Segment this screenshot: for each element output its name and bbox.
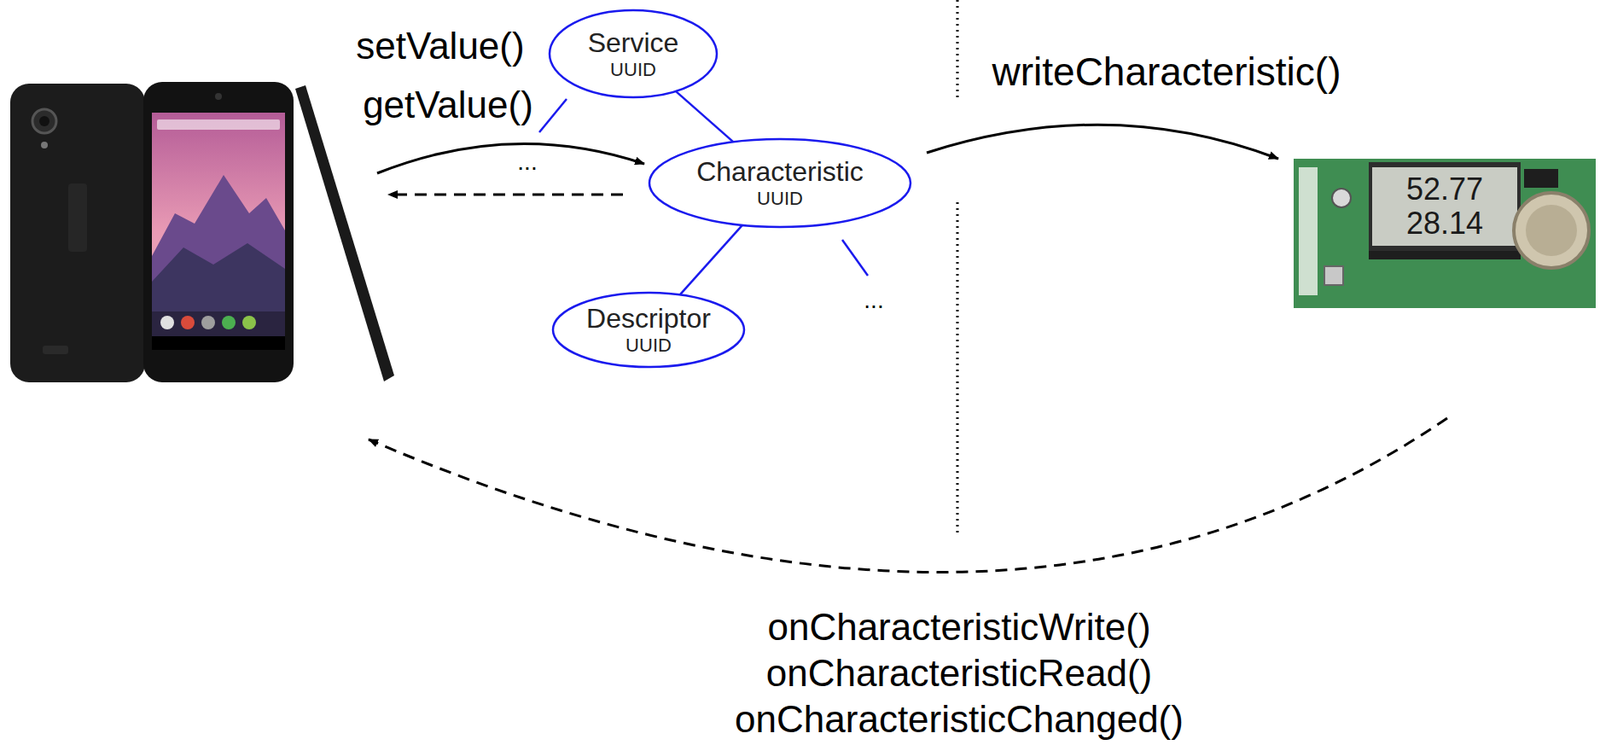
node-content: CharacteristicUUID [647, 137, 913, 229]
ellipse-shape [649, 139, 911, 227]
method-label: ... [863, 287, 884, 315]
method-label: onCharacteristicRead() [766, 652, 1152, 694]
node-content: ServiceUUID [547, 8, 719, 99]
method-label: ... [517, 149, 537, 176]
ellipse-shape [549, 10, 717, 98]
method-label: writeCharacteristic() [992, 50, 1342, 94]
tree-connector [675, 91, 734, 142]
node-subtitle: UUID [756, 187, 803, 210]
phone-illustration [10, 81, 395, 383]
node-title: Characteristic [696, 156, 864, 188]
method-label: setValue() [355, 25, 524, 67]
ellipse-node: CharacteristicUUID [647, 137, 913, 229]
node-subtitle: UUID [610, 58, 657, 81]
node-title: Descriptor [586, 302, 711, 335]
ellipse-node: DescriptorUUID [551, 290, 746, 369]
method-label: onCharacteristicChanged() [734, 698, 1184, 740]
lcd-reading: 52.77 [1406, 172, 1484, 207]
tree-connector [680, 225, 743, 296]
method-label: getValue() [362, 84, 534, 126]
sensor-board-illustration [1293, 158, 1596, 309]
node-subtitle: UUID [625, 334, 672, 356]
lcd-reading: 28.14 [1406, 206, 1484, 241]
node-content: DescriptorUUID [551, 290, 746, 369]
node-title: Service [587, 27, 680, 59]
method-label: onCharacteristicWrite() [767, 606, 1151, 648]
ellipse-shape [552, 292, 745, 367]
ellipse-node: ServiceUUID [547, 8, 719, 99]
